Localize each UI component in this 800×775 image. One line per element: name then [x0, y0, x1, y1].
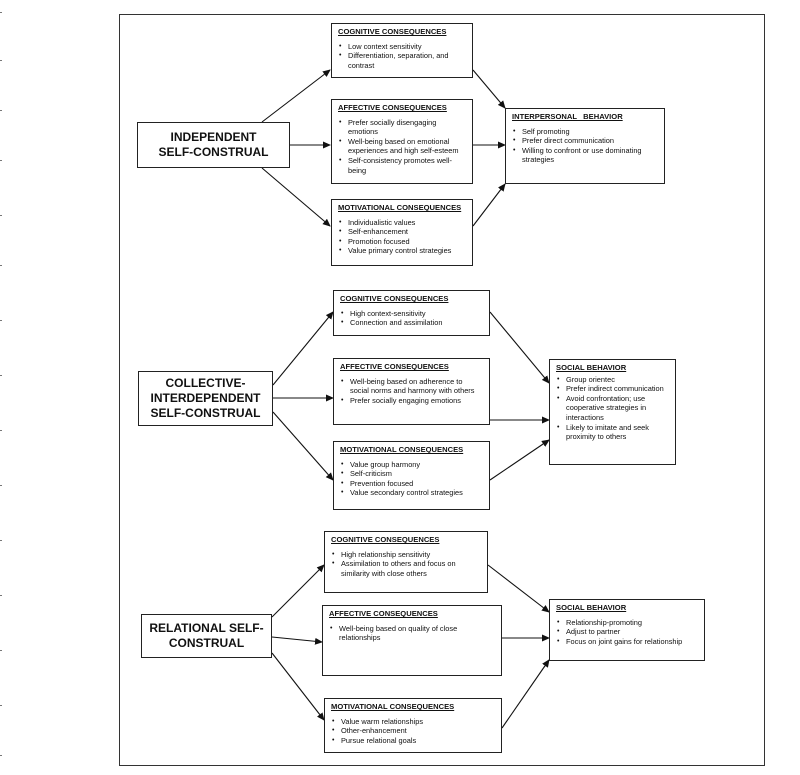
list-item: Adjust to partner: [557, 627, 698, 637]
list-item: Focus on joint gains for relationship: [557, 637, 698, 647]
list-item: Value primary control strategies: [339, 246, 466, 256]
list-item: Low context sensitivity: [339, 42, 466, 52]
list-item: Pursue relational goals: [332, 736, 495, 746]
list-item: Prefer socially disengaging emotions: [339, 118, 466, 137]
collective-motivational-list: Value group harmony Self-criticism Preve…: [340, 460, 483, 498]
arrow-relational-to-motivational: [271, 652, 325, 721]
arrow-relational-to-cognitive: [271, 564, 325, 618]
list-item: Prefer socially engaging emotions: [341, 396, 483, 406]
independent-affective-box: AFFECTIVE CONSEQUENCES Prefer socially d…: [331, 99, 473, 184]
arrow-cognitive-to-interpersonal: [472, 69, 506, 109]
list-item: High relationship sensitivity: [332, 550, 481, 560]
relational-social-behavior-box: SOCIAL BEHAVIOR Relationship-promoting A…: [549, 599, 705, 661]
relational-cognitive-box: COGNITIVE CONSEQUENCES High relationship…: [324, 531, 488, 593]
list-item: Group orientec: [557, 375, 669, 385]
collective-social-behavior-box: SOCIAL BEHAVIOR Group orientec Prefer in…: [549, 359, 676, 465]
arrow-relational-to-affective: [271, 636, 323, 645]
list-item: Well-being based on quality of close rel…: [330, 624, 495, 643]
collective-social-behavior-list: Group orientec Prefer indirect communica…: [556, 375, 669, 442]
independent-motivational-title: MOTIVATIONAL CONSEQUENCES: [338, 203, 462, 212]
list-item: Self-enhancement: [339, 227, 466, 237]
list-item: Other-enhancement: [332, 726, 495, 736]
collective-affective-box: AFFECTIVE CONSEQUENCES Well-being based …: [333, 358, 490, 425]
interpersonal-behavior-list: Self promoting Prefer direct communicati…: [512, 127, 658, 165]
collective-motivational-title: MOTIVATIONAL CONSEQUENCES: [340, 445, 464, 454]
list-item: Individualistic values: [339, 218, 466, 228]
list-item: Self-criticism: [341, 469, 483, 479]
independent-self-construal-label: INDEPENDENT SELF-CONSTRUAL: [158, 130, 269, 159]
list-item: Well-being based on adherence to social …: [341, 377, 483, 396]
list-item: Prefer indirect communication: [557, 384, 669, 394]
collective-affective-title: AFFECTIVE CONSEQUENCES: [340, 362, 449, 371]
arrow-motivational-to-social-2: [501, 659, 550, 729]
relational-cognitive-title: COGNITIVE CONSEQUENCES: [331, 535, 440, 544]
collective-self-construal-box: COLLECTIVE- INTERDEPENDENT SELF-CONSTRUA…: [138, 371, 273, 426]
page-edge-marks: [0, 0, 3, 775]
relational-cognitive-list: High relationship sensitivity Assimilati…: [331, 550, 481, 579]
independent-cognitive-box: COGNITIVE CONSEQUENCES Low context sensi…: [331, 23, 473, 78]
list-item: Self-consistency promotes well-being: [339, 156, 466, 175]
collective-motivational-box: MOTIVATIONAL CONSEQUENCES Value group ha…: [333, 441, 490, 510]
interpersonal-behavior-title: INTERPERSONAL BEHAVIOR: [512, 112, 623, 121]
list-item: Connection and assimilation: [341, 318, 483, 328]
relational-motivational-box: MOTIVATIONAL CONSEQUENCES Value warm rel…: [324, 698, 502, 753]
collective-social-behavior-title: SOCIAL BEHAVIOR: [556, 363, 627, 372]
relational-affective-list: Well-being based on quality of close rel…: [329, 624, 495, 643]
independent-cognitive-title: COGNITIVE CONSEQUENCES: [338, 27, 447, 36]
arrow-cognitive-to-social-2: [487, 564, 550, 613]
relational-self-construal-label: RELATIONAL SELF- CONSTRUAL: [149, 621, 264, 650]
relational-motivational-title: MOTIVATIONAL CONSEQUENCES: [331, 702, 455, 711]
collective-cognitive-box: COGNITIVE CONSEQUENCES High context-sens…: [333, 290, 490, 336]
list-item: High context-sensitivity: [341, 309, 483, 319]
relational-social-behavior-title: SOCIAL BEHAVIOR: [556, 603, 627, 612]
independent-self-construal-box: INDEPENDENT SELF-CONSTRUAL: [137, 122, 290, 168]
list-item: Well-being based on emotional experience…: [339, 137, 466, 156]
list-item: Willing to confront or use dominating st…: [513, 146, 658, 165]
list-item: Value warm relationships: [332, 717, 495, 727]
collective-cognitive-list: High context-sensitivity Connection and …: [340, 309, 483, 328]
relational-motivational-list: Value warm relationships Other-enhanceme…: [331, 717, 495, 746]
independent-motivational-list: Individualistic values Self-enhancement …: [338, 218, 466, 256]
list-item: Prefer direct communication: [513, 136, 658, 146]
list-item: Avoid confrontation; use cooperative str…: [557, 394, 669, 423]
list-item: Self promoting: [513, 127, 658, 137]
list-item: Value secondary control strategies: [341, 488, 483, 498]
arrow-independent-to-motivational: [261, 167, 331, 227]
arrow-cognitive-to-social-1: [489, 311, 550, 384]
collective-self-construal-label: COLLECTIVE- INTERDEPENDENT SELF-CONSTRUA…: [150, 376, 261, 420]
list-item: Value group harmony: [341, 460, 483, 470]
arrow-motivational-to-social-1: [489, 439, 550, 481]
arrow-collective-to-motivational: [272, 411, 334, 481]
independent-affective-title: AFFECTIVE CONSEQUENCES: [338, 103, 447, 112]
relational-affective-box: AFFECTIVE CONSEQUENCES Well-being based …: [322, 605, 502, 676]
collective-affective-list: Well-being based on adherence to social …: [340, 377, 483, 406]
list-item: Likely to imitate and seek proximity to …: [557, 423, 669, 442]
interpersonal-behavior-box: INTERPERSONAL BEHAVIOR Self promoting Pr…: [505, 108, 665, 184]
independent-affective-list: Prefer socially disengaging emotions Wel…: [338, 118, 466, 176]
arrow-independent-to-cognitive: [261, 69, 331, 123]
collective-cognitive-title: COGNITIVE CONSEQUENCES: [340, 294, 449, 303]
list-item: Differentiation, separation, and contras…: [339, 51, 466, 70]
relational-affective-title: AFFECTIVE CONSEQUENCES: [329, 609, 438, 618]
list-item: Assimilation to others and focus on simi…: [332, 559, 481, 578]
list-item: Prevention focused: [341, 479, 483, 489]
list-item: Relationship-promoting: [557, 618, 698, 628]
figure-frame: [119, 14, 765, 766]
relational-social-behavior-list: Relationship-promoting Adjust to partner…: [556, 618, 698, 647]
arrow-motivational-to-interpersonal: [472, 183, 506, 227]
independent-motivational-box: MOTIVATIONAL CONSEQUENCES Individualisti…: [331, 199, 473, 266]
independent-cognitive-list: Low context sensitivity Differentiation,…: [338, 42, 466, 71]
arrow-collective-to-cognitive: [272, 311, 334, 386]
list-item: Promotion focused: [339, 237, 466, 247]
relational-self-construal-box: RELATIONAL SELF- CONSTRUAL: [141, 614, 272, 658]
